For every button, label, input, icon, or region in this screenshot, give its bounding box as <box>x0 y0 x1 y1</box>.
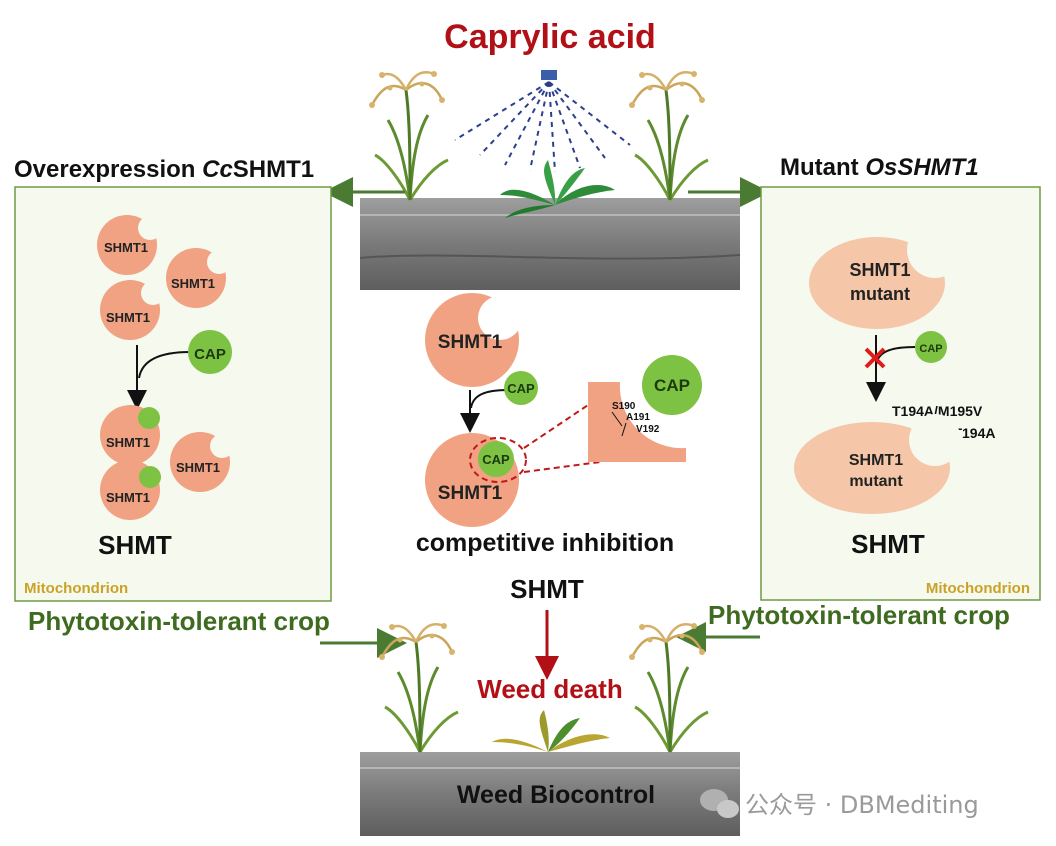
weed-biocontrol-label: Weed Biocontrol <box>457 781 655 809</box>
left-enzymes-after: SHMT1 SHMT1 SHMT1 <box>100 405 234 520</box>
left-cap-merge-line <box>138 351 191 379</box>
weed-death-label: Weed death <box>477 674 622 704</box>
zoom-line-top <box>523 396 601 449</box>
enzyme-shmt1-bound: SHMT1 <box>100 460 161 520</box>
right-panel-heading: Mutant OsSHMT1 <box>780 154 979 181</box>
enzyme-shmt1: SHMT1 <box>166 248 231 308</box>
mechanism-label: competitive inhibition <box>416 529 674 557</box>
enzyme-label: SHMT1 <box>104 240 148 255</box>
crop-label-right: Phytotoxin-tolerant crop <box>708 600 1010 630</box>
cap-molecule: CAP <box>504 371 538 405</box>
binding-site-highlight <box>469 437 527 483</box>
weed-icon <box>500 160 615 218</box>
mutant-label-line1: SHMT1 <box>849 260 910 280</box>
left-panel-heading: Overexpression CcSHMT1 <box>14 156 314 183</box>
left-panel <box>14 186 332 602</box>
cap-molecule: CAP <box>188 330 232 374</box>
enzyme-label: SHMT1 <box>106 310 150 325</box>
zoom-line-bottom <box>523 461 601 473</box>
sprayer-icon <box>454 70 631 173</box>
cap-label: CAP <box>482 452 510 467</box>
rice-plant-icon <box>367 69 450 202</box>
enzyme-label: SHMT1 <box>438 332 503 353</box>
residue-label: V192 <box>636 424 660 435</box>
cap-label: CAP <box>654 376 690 395</box>
crop-label-left: Phytotoxin-tolerant crop <box>28 606 330 636</box>
binding-pocket-zoom: CAP S190 A191 V192 <box>588 355 702 462</box>
center-cap-merge-line <box>470 389 509 409</box>
right-mitochondrion-label: Mitochondrion <box>926 580 1030 597</box>
left-mitochondrion-label: Mitochondrion <box>24 580 128 597</box>
mutant-label-line1: SHMT1 <box>849 452 903 469</box>
residue-label: S190 <box>612 401 636 412</box>
center-shmt-label: SHMT <box>510 574 584 604</box>
blocked-x-icon <box>864 347 886 369</box>
enzyme-shmt1-mutant: SHMT1 mutant <box>809 222 963 329</box>
enzyme-shmt1: SHMT1 <box>170 432 234 492</box>
residue-label: A191 <box>626 412 650 423</box>
cap-molecule: CAP <box>915 331 947 363</box>
enzyme-label: SHMT1 <box>176 460 220 475</box>
mutant-label-line2: mutant <box>850 284 910 304</box>
enzyme-label: SHMT1 <box>438 483 503 504</box>
watermark-text: 公众号 · DBMediting <box>745 791 979 819</box>
cap-label: CAP <box>507 381 535 396</box>
dying-weed-icon <box>492 710 610 752</box>
title: Caprylic acid <box>444 18 656 56</box>
rice-plant-icon <box>627 621 710 754</box>
cap-label: CAP <box>194 346 226 363</box>
left-shmt-label: SHMT <box>98 530 172 560</box>
wechat-icon <box>700 789 739 818</box>
enzyme-shmt1: SHMT1 <box>97 215 162 275</box>
center-enzyme-shmt1: SHMT1 <box>425 293 522 387</box>
mutant-label-line2: mutant <box>849 473 903 490</box>
cap-label: CAP <box>919 343 942 355</box>
enzyme-label: SHMT1 <box>106 490 150 505</box>
enzyme-shmt1-bound: SHMT1 <box>100 405 160 465</box>
top-field <box>359 69 741 290</box>
bottom-field <box>360 621 740 836</box>
enzyme-label: SHMT1 <box>106 435 150 450</box>
mutations-line1: T194A/M195V <box>892 403 983 419</box>
left-enzymes-before: SHMT1 SHMT1 SHMT1 <box>97 215 231 340</box>
center-enzyme-shmt1-bound: CAP SHMT1 <box>425 433 519 527</box>
enzyme-shmt1-mutant: SHMT1 mutant <box>794 414 961 514</box>
right-shmt-label: SHMT <box>851 529 925 559</box>
rice-plant-icon <box>627 69 710 202</box>
enzyme-label: SHMT1 <box>171 276 215 291</box>
enzyme-shmt1: SHMT1 <box>100 280 165 340</box>
